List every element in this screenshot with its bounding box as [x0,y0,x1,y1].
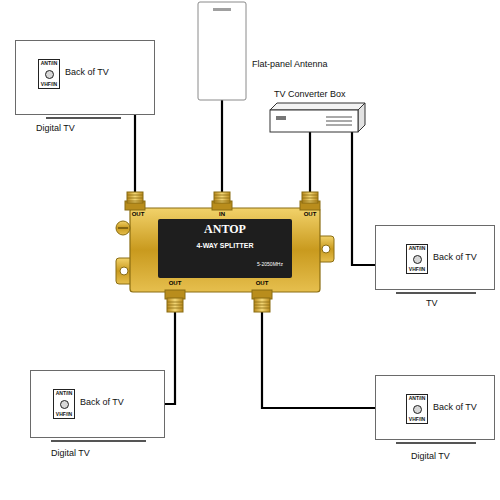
coax-cable [134,115,136,192]
port-thread [254,302,270,308]
coax-cable [352,132,375,265]
port-label: IN [219,211,225,217]
tv-caption: Digital TV [51,449,90,459]
port-thread [167,302,183,308]
antenna-label: Flat-panel Antenna [252,60,328,70]
coax-jack [413,255,422,264]
port-label: OUT [169,280,182,286]
coax-jack [45,70,54,79]
jack-label: ANT/IN [41,61,58,66]
antenna-jack-icon: ANT/IN VHF/IN [406,244,428,274]
f-port [167,298,183,312]
brand-name: ANTOP [204,223,246,235]
coax-jack [413,405,422,414]
product-name: 4-WAY SPLITTER [196,242,253,249]
coax-cable [221,100,223,192]
tv-caption: TV [426,299,438,309]
coax-jack [60,400,69,409]
converter-vent [326,121,352,122]
converter-front [270,110,358,132]
jack-label: VHF/IN [409,417,425,422]
converter-top [270,103,365,110]
tv-stand [51,440,146,442]
f-port [254,298,270,312]
f-port [127,192,143,203]
port-label: OUT [256,280,269,286]
converter-side [358,103,365,132]
converter-vent [326,117,352,118]
converter-vent [326,125,352,126]
jack-label: VHF/IN [56,412,72,417]
antenna-logo [213,8,231,11]
tv-screen: ANT/INVHF/INBack of TVDigital TV [375,375,495,440]
frequency-range: 5-2050MHz [257,262,283,267]
jack-label: ANT/IN [56,391,73,396]
jack-label: ANT/IN [409,396,426,401]
tv-screen: ANT/INVHF/INBack of TVTV [375,225,495,290]
port-thread [127,195,143,201]
tv-caption: Digital TV [36,124,75,134]
f-port [302,192,318,203]
converter-label: TV Converter Box [274,90,346,100]
antenna-jack-icon: ANT/IN VHF/IN [406,394,428,424]
tv-label: Back of TV [433,253,477,263]
f-port [214,192,230,203]
mounting-hole [120,267,128,275]
tv-label: Back of TV [433,403,477,413]
splitter-label-plate [158,219,292,278]
splitter-node: OUT IN OUT ANTOP 4-WAY SPLITTER OUT OUT 5-2050M… [125,192,325,312]
antenna-node: Flat-panel Antenna [198,2,246,100]
mounting-hole [322,245,330,253]
tv-screen: ANT/INVHF/INBack of TVDigital TV [15,40,155,115]
jack-label: VHF/IN [41,82,57,87]
ground-screw [116,221,130,235]
screw-slot [118,227,128,229]
tv-stand [396,292,476,294]
port-label: OUT [132,211,145,217]
antenna-panel [198,2,246,100]
antenna-jack-icon: ANT/IN VHF/IN [53,389,75,419]
coax-cable [165,312,175,404]
splitter-body [130,208,320,292]
tv-stand [46,117,121,119]
port-thread [214,195,230,201]
tv-label: Back of TV [80,398,124,408]
antenna-jack-icon: ANT/IN VHF/IN [38,59,60,89]
coax-cable [309,132,311,192]
coax-cable [262,312,375,408]
jack-label: ANT/IN [409,246,426,251]
tv-screen: ANT/INVHF/INBack of TVDigital TV [30,370,165,438]
tv-stand [396,442,476,444]
converter-display [276,116,286,120]
jack-label: VHF/IN [409,267,425,272]
tv-label: Back of TV [65,68,109,78]
converter-box: TV Converter Box [270,110,358,132]
tv-caption: Digital TV [411,452,450,462]
port-thread [302,195,318,201]
port-label: OUT [304,211,317,217]
